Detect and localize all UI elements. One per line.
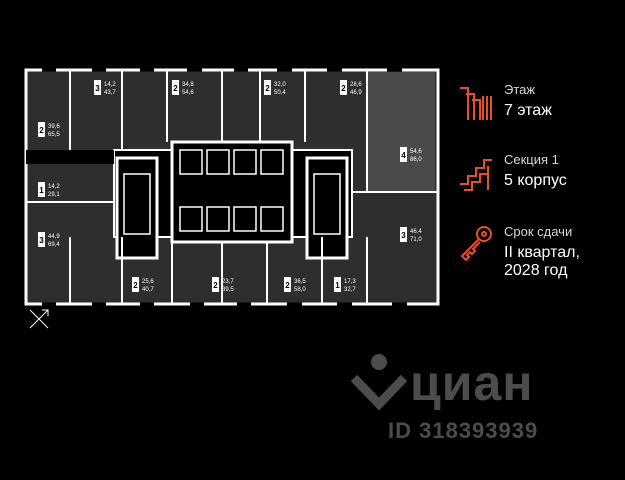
- floor-plan: 3 14,2 43,7 2 34,8 54,6 2 32,0 50,4 2 28,6 46,9 2 39,…: [24, 68, 440, 306]
- room-count-box: [340, 80, 347, 95]
- living-area: 39,6: [48, 124, 60, 130]
- room-count: 2: [341, 84, 346, 93]
- deadline-value-line2: 2028 год: [504, 262, 568, 279]
- total-area: 43,7: [104, 90, 116, 96]
- total-area: 65,5: [48, 132, 60, 138]
- deadline-label: Срок сдачи: [504, 224, 573, 239]
- room-count-box: [334, 277, 341, 292]
- floor-label: Этаж: [504, 82, 536, 97]
- room-count: 4: [401, 151, 406, 160]
- building-floor-icon: [460, 87, 492, 120]
- watermark-id: ID 318393939: [388, 418, 539, 443]
- room-count: 1: [335, 281, 340, 290]
- room-count: 2: [213, 281, 218, 290]
- room-count-box: [132, 277, 139, 292]
- room-count-box: [284, 277, 291, 292]
- section-value: 5 корпус: [504, 172, 567, 189]
- apartment-badge[interactable]: 4 54,6 86,0: [400, 147, 422, 163]
- compass-icon: [29, 309, 49, 329]
- total-area: 46,9: [350, 90, 362, 96]
- section-stairs-icon: [460, 159, 492, 191]
- total-area: 69,4: [48, 242, 60, 248]
- apartment-badge[interactable]: 1 14,2 29,1: [38, 182, 60, 198]
- apartment-badge[interactable]: 2 36,5 58,0: [284, 277, 306, 293]
- section-label: Секция 1: [504, 152, 559, 167]
- key-icon: [460, 226, 492, 262]
- apartment-badge[interactable]: 2 28,6 46,9: [340, 80, 362, 96]
- total-area: 32,7: [344, 287, 356, 293]
- room-count: 2: [285, 281, 290, 290]
- living-area: 25,6: [142, 279, 154, 285]
- cian-logo-icon: [350, 354, 408, 411]
- total-area: 58,0: [294, 287, 306, 293]
- room-count: 3: [39, 236, 44, 245]
- room-count-box: [172, 80, 179, 95]
- living-area: 36,5: [294, 279, 306, 285]
- apartment-badge[interactable]: 2 25,6 40,7: [132, 277, 154, 293]
- living-area: 14,2: [104, 82, 116, 88]
- room-count: 2: [133, 281, 138, 290]
- living-area: 28,6: [350, 82, 362, 88]
- living-area: 44,9: [48, 234, 60, 240]
- watermark-word: циан: [410, 355, 534, 411]
- total-area: 40,7: [142, 287, 154, 293]
- room-count-box: [212, 277, 219, 292]
- living-area: 34,8: [182, 82, 194, 88]
- cian-watermark: циан ID 318393939: [350, 352, 580, 452]
- living-area: 32,0: [274, 82, 286, 88]
- apartment-badge[interactable]: 1 17,3 32,7: [334, 277, 356, 293]
- floor-value: 7 этаж: [504, 102, 552, 119]
- room-count-box: [38, 232, 45, 247]
- apartment-badge[interactable]: 2 23,7 39,5: [212, 277, 234, 293]
- deadline-value-line1: II квартал,: [504, 244, 580, 261]
- room-count-box: [264, 80, 271, 95]
- living-area: 23,7: [222, 279, 234, 285]
- room-count: 3: [401, 231, 406, 240]
- total-area: 71,0: [410, 237, 422, 243]
- total-area: 39,5: [222, 287, 234, 293]
- room-count-box: [94, 80, 101, 95]
- room-count: 2: [173, 84, 178, 93]
- apartment-badge[interactable]: 3 14,2 43,7: [94, 80, 116, 96]
- total-area: 50,4: [274, 90, 286, 96]
- room-count-box: [38, 122, 45, 137]
- apartment-badge[interactable]: 3 46,4 71,0: [400, 227, 422, 243]
- room-count: 2: [39, 126, 44, 135]
- total-area: 54,6: [182, 90, 194, 96]
- room-count: 3: [95, 84, 100, 93]
- apartment-badge[interactable]: 2 32,0 50,4: [264, 80, 286, 96]
- apartment-labels: 3 14,2 43,7 2 34,8 54,6 2 32,0 50,4 2 28,6 46,9 2 39,…: [38, 80, 422, 293]
- total-area: 86,0: [410, 157, 422, 163]
- apartment-badge[interactable]: 2 34,8 54,6: [172, 80, 194, 96]
- total-area: 29,1: [48, 192, 60, 198]
- living-area: 14,2: [48, 184, 60, 190]
- room-count: 1: [39, 186, 44, 195]
- apartment-badge[interactable]: 3 44,9 69,4: [38, 232, 60, 248]
- room-count-box: [38, 182, 45, 197]
- room-count: 2: [265, 84, 270, 93]
- plan-base: [24, 68, 440, 306]
- room-count-box: [400, 227, 407, 242]
- apartment-badge[interactable]: 2 39,6 65,5: [38, 122, 60, 138]
- living-area: 17,3: [344, 279, 356, 285]
- room-count-box: [400, 147, 407, 162]
- living-area: 54,6: [410, 149, 422, 155]
- living-area: 46,4: [410, 229, 422, 235]
